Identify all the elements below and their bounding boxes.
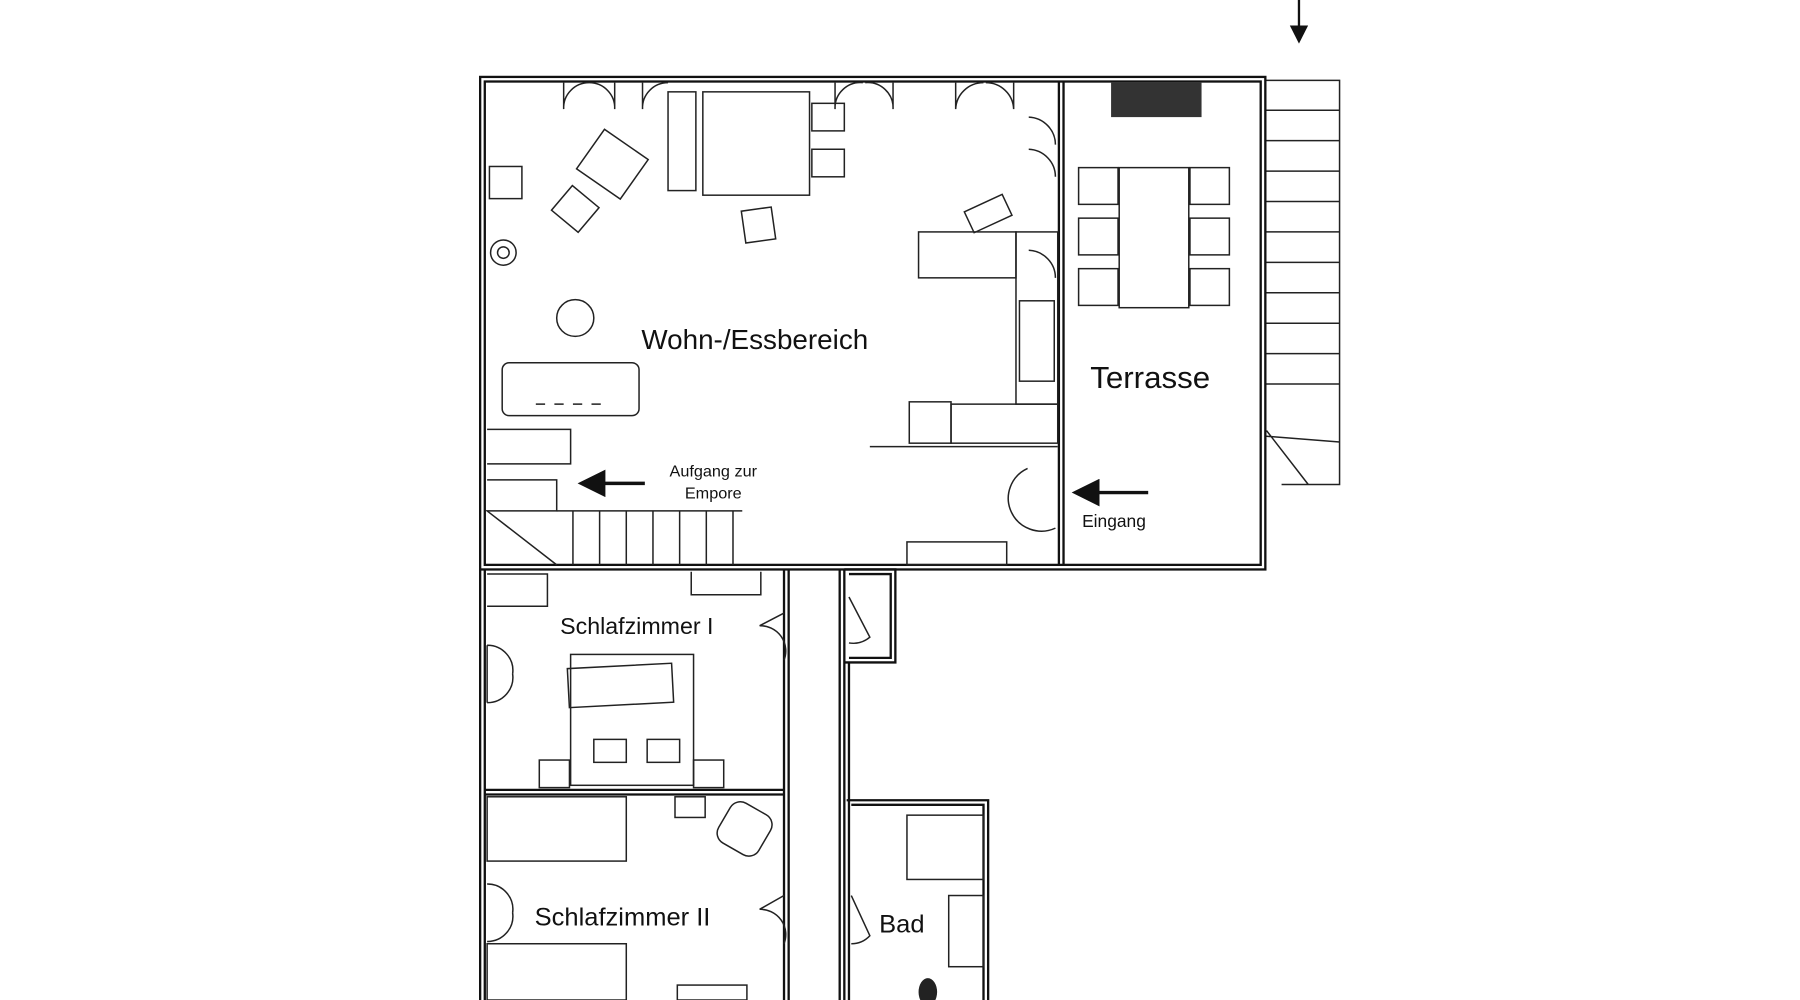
entrance-label: Eingang [1082, 511, 1146, 531]
room-label-terrace: Terrasse [1090, 360, 1210, 395]
room-label-bedroom2: Schlafzimmer II [535, 903, 711, 931]
room-label-living: Wohn-/Essbereich [641, 324, 868, 355]
room-label-bath: Bad [879, 910, 924, 938]
stairs-label-line2: Empore [685, 484, 742, 502]
stairs-label-line1: Aufgang zur [670, 463, 758, 481]
outer-walls [478, 75, 1267, 1000]
room-label-bedroom1: Schlafzimmer I [560, 613, 713, 639]
exterior-stairs [1265, 79, 1341, 486]
furniture [484, 81, 1231, 1000]
